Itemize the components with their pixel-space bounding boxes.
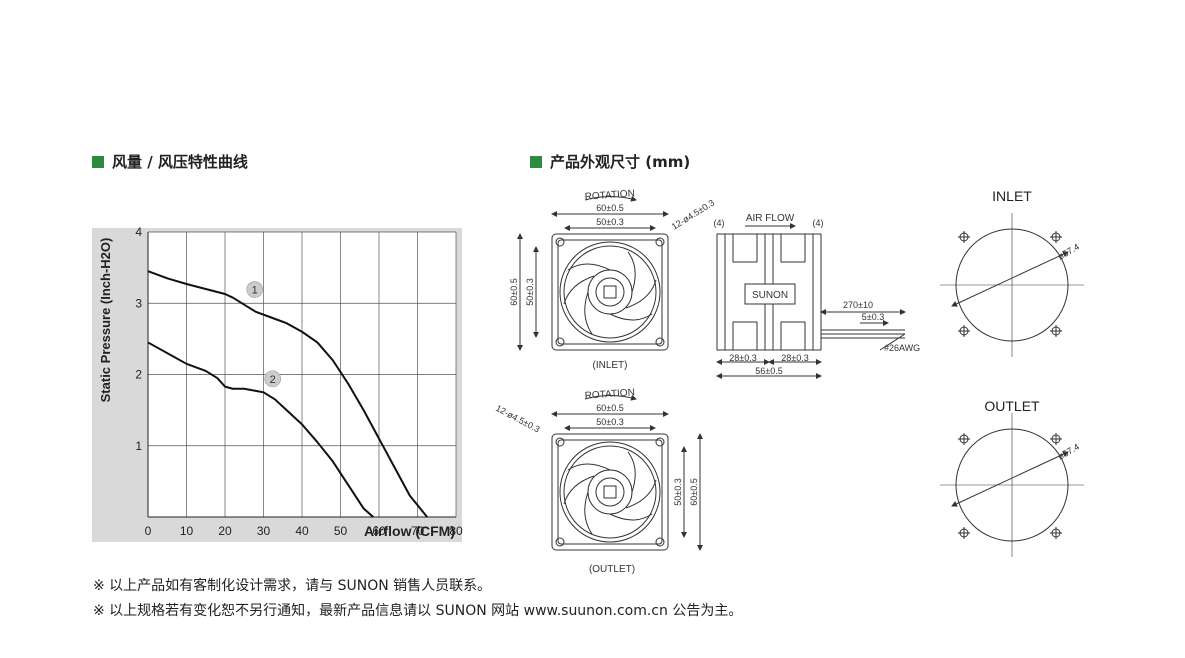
x-tick-label: 40 — [295, 524, 309, 538]
dim-50-vertical: 50±0.3 — [525, 278, 535, 305]
series-marker-1 — [246, 281, 263, 298]
outlet-view-label: (OUTLET) — [589, 564, 635, 575]
dim-50-label: 50±0.3 — [596, 217, 623, 227]
dimension-drawing: ROTATION 60±0.5 50±0.3 12-ø4.5±0.3 60±0.… — [494, 188, 1084, 575]
rotation-label: ROTATION — [584, 387, 635, 401]
dim-56-label: 56±0.5 — [755, 366, 782, 376]
y-axis-label: Static Pressure (Inch-H2O) — [98, 238, 113, 403]
green-square-icon — [92, 155, 104, 168]
x-tick-label: 60 — [372, 524, 386, 538]
x-tick-label: 50 — [334, 524, 348, 538]
note-customization: ※ 以上产品如有客制化设计需求，请与 SUNON 销售人员联系。 — [93, 578, 492, 594]
dim-28-right: 28±0.3 — [781, 353, 808, 363]
dim-60-label: 60±0.5 — [596, 403, 623, 413]
fan-outlet-view: ROTATION 60±0.5 50±0.3 12-ø4.5±0.3 50±0.… — [494, 387, 703, 575]
inlet-hole-pattern: INLET ø57.4 — [940, 188, 1084, 357]
wire-gauge-label: #26AWG — [884, 343, 920, 353]
inlet-title: INLET — [992, 188, 1032, 204]
fan-side-view: AIR FLOW (4) (4) SUNON 270±10 5±0.3 #26A… — [714, 213, 920, 379]
section-title-text: 风量 / 风压特性曲线 — [112, 153, 248, 171]
rotation-label: ROTATION — [584, 188, 635, 202]
airflow-label: AIR FLOW — [746, 213, 795, 224]
series-line-2 — [147, 341, 374, 518]
flange-dim-left: (4) — [714, 218, 725, 228]
inlet-diameter-label: ø57.4 — [1056, 242, 1081, 262]
series-line-1 — [147, 270, 428, 518]
dim-60-vertical: 60±0.5 — [689, 478, 699, 505]
green-square-icon — [530, 155, 542, 168]
outlet-hole-pattern: OUTLET ø57.4 — [940, 398, 1084, 557]
brand-label: SUNON — [752, 290, 788, 301]
dim-60-vertical: 60±0.5 — [509, 278, 519, 305]
holes-label: 12-ø4.5±0.3 — [494, 403, 541, 435]
chart-series: 12 — [147, 270, 428, 518]
y-tick-label: 2 — [135, 368, 142, 382]
x-tick-label: 0 — [145, 524, 152, 538]
section-title-airflow-curve: 风量 / 风压特性曲线 — [92, 151, 248, 172]
y-tick-label: 3 — [135, 296, 142, 310]
inlet-view-label: (INLET) — [593, 360, 628, 371]
series-label-2: 2 — [270, 374, 276, 386]
section-title-dimensions: 产品外观尺寸 (mm) — [530, 151, 690, 172]
series-label-1: 1 — [252, 285, 258, 297]
dim-28-left: 28±0.3 — [729, 353, 756, 363]
note-spec-change: ※ 以上规格若有变化恕不另行通知，最新产品信息请以 SUNON 网站 www.s… — [93, 603, 743, 619]
x-tick-label: 20 — [218, 524, 232, 538]
outlet-diameter-label: ø57.4 — [1056, 442, 1081, 462]
x-tick-label: 80 — [449, 524, 463, 538]
dim-50-vertical: 50±0.3 — [673, 478, 683, 505]
x-tick-label: 10 — [180, 524, 194, 538]
x-tick-label: 70 — [411, 524, 425, 538]
x-axis-label: Airflow (CFM) — [364, 523, 455, 539]
series-marker-2 — [264, 370, 282, 388]
chart-grid — [147, 231, 457, 518]
cable-length-label: 270±10 — [843, 300, 873, 310]
fan-inlet-view: ROTATION 60±0.5 50±0.3 12-ø4.5±0.3 60±0.… — [509, 188, 716, 371]
x-tick-label: 30 — [257, 524, 271, 538]
dim-60-label: 60±0.5 — [596, 203, 623, 213]
section-title-text: 产品外观尺寸 (mm) — [550, 153, 691, 171]
y-tick-label: 1 — [135, 439, 142, 453]
holes-label: 12-ø4.5±0.3 — [670, 198, 716, 232]
flange-dim-right: (4) — [813, 218, 824, 228]
y-tick-label: 4 — [135, 225, 142, 239]
dim-50-label: 50±0.3 — [596, 417, 623, 427]
strip-length-label: 5±0.3 — [862, 312, 884, 322]
outlet-title: OUTLET — [984, 398, 1040, 414]
